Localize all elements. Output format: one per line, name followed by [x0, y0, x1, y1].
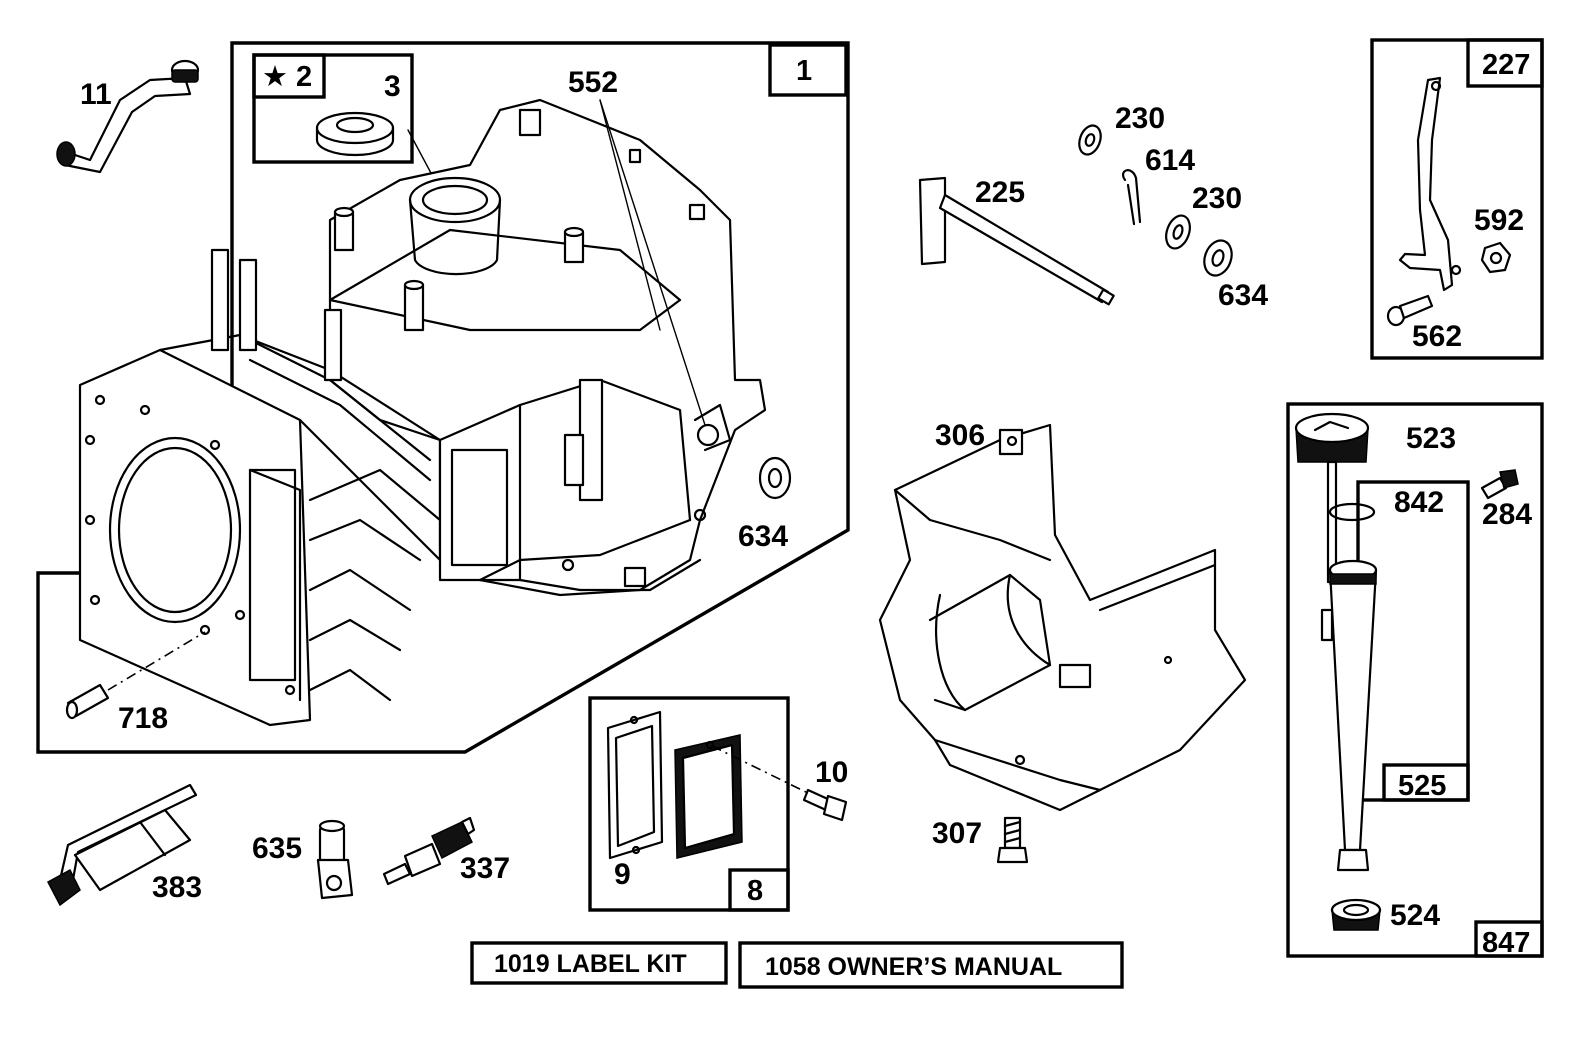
part-2-label: ★ 2 — [262, 61, 312, 93]
seal-634-block — [758, 456, 792, 500]
owners-manual-text: 1058 OWNER’S MANUAL — [765, 953, 1062, 981]
part-847-frame — [1286, 402, 1544, 958]
part-847-box — [1474, 920, 1544, 958]
screw-10 — [802, 788, 848, 822]
part-383-label: 383 — [152, 871, 202, 904]
grommet-524 — [1330, 898, 1382, 931]
nut-592 — [1480, 241, 1512, 274]
part-525-label: 525 — [1398, 770, 1446, 802]
spark-plug-337 — [382, 816, 476, 886]
breather-cover-plate — [674, 734, 743, 859]
part-842-label: 842 — [1394, 486, 1444, 519]
part-307-label: 307 — [932, 817, 982, 850]
hairpin-614 — [1122, 169, 1142, 226]
screw-307 — [996, 816, 1029, 864]
part-525-box — [1382, 763, 1470, 802]
gasket-9 — [606, 710, 664, 860]
part-634-shaft-label: 634 — [1218, 279, 1268, 312]
engine-block-group: 1 ★ 2 3 — [36, 41, 850, 754]
part-634-block-label: 634 — [738, 520, 788, 553]
part-614-label: 614 — [1145, 144, 1195, 177]
leader-552b — [599, 99, 706, 426]
air-guide-306 — [878, 423, 1247, 812]
o-ring-842 — [1328, 502, 1376, 522]
breather-cover-group: 8 9 10 — [588, 696, 848, 912]
breather-tube-11 — [56, 59, 200, 174]
washer-230-bottom — [1165, 214, 1191, 250]
part-552-label: 552 — [568, 66, 618, 99]
washer-230-top — [1078, 124, 1102, 156]
leader-552a — [599, 99, 661, 331]
part-3-label: 3 — [384, 70, 401, 103]
part-227-frame — [1370, 38, 1544, 360]
part-1-label: 1 — [796, 55, 812, 87]
dowel-pin-718 — [65, 683, 110, 720]
part-847-label: 847 — [1482, 927, 1530, 959]
part-10-label: 10 — [815, 756, 848, 789]
part-227-label: 227 — [1482, 49, 1530, 81]
part-306-label: 306 — [935, 419, 985, 452]
part-230-top-label: 230 — [1115, 102, 1165, 135]
part-635-label: 635 — [252, 832, 302, 865]
part-337-label: 337 — [460, 852, 510, 885]
owners-manual-box — [738, 941, 1124, 989]
leader-10 — [711, 745, 813, 796]
part-8-box — [728, 868, 790, 912]
dipstick-tube-525 — [1320, 559, 1378, 872]
governor-lever-group: 227 592 562 — [1370, 38, 1544, 360]
governor-lever-drawing — [1398, 76, 1454, 292]
ignition-part-383 — [46, 783, 198, 907]
part-2-box — [252, 53, 414, 164]
spark-plug-boot-635 — [316, 819, 354, 900]
part-718-label: 718 — [118, 702, 168, 735]
part-284-label: 284 — [1482, 498, 1532, 531]
part-562-label: 562 — [1412, 320, 1462, 353]
oil-seal-part-3 — [315, 111, 395, 157]
part-523-label: 523 — [1406, 422, 1456, 455]
part-8-label: 8 — [747, 875, 763, 907]
governor-shaft-225 — [918, 176, 1115, 306]
label-kit-box — [470, 941, 728, 985]
screw-284 — [1480, 469, 1519, 500]
part-592-label: 592 — [1474, 204, 1524, 237]
part-8-frame — [588, 696, 790, 912]
screw-562 — [1386, 294, 1434, 327]
part-230-bottom-label: 230 — [1192, 182, 1242, 215]
leader-718 — [107, 631, 206, 691]
part-525-frame — [1356, 480, 1470, 802]
label-kit-text: 1019 LABEL KIT — [494, 950, 687, 978]
part-1-box — [768, 43, 848, 97]
cylinder-block-drawing — [78, 98, 767, 727]
part-9-label: 9 — [614, 858, 631, 891]
part-524-label: 524 — [1390, 899, 1440, 932]
dipstick-group: 847 525 523 842 284 52 — [1286, 402, 1544, 959]
part-227-box — [1466, 38, 1544, 88]
part-2-tag-box — [252, 53, 326, 99]
part-11-label: 11 — [80, 78, 112, 111]
seal-634-shaft — [1203, 239, 1233, 277]
part-225-label: 225 — [975, 176, 1025, 209]
